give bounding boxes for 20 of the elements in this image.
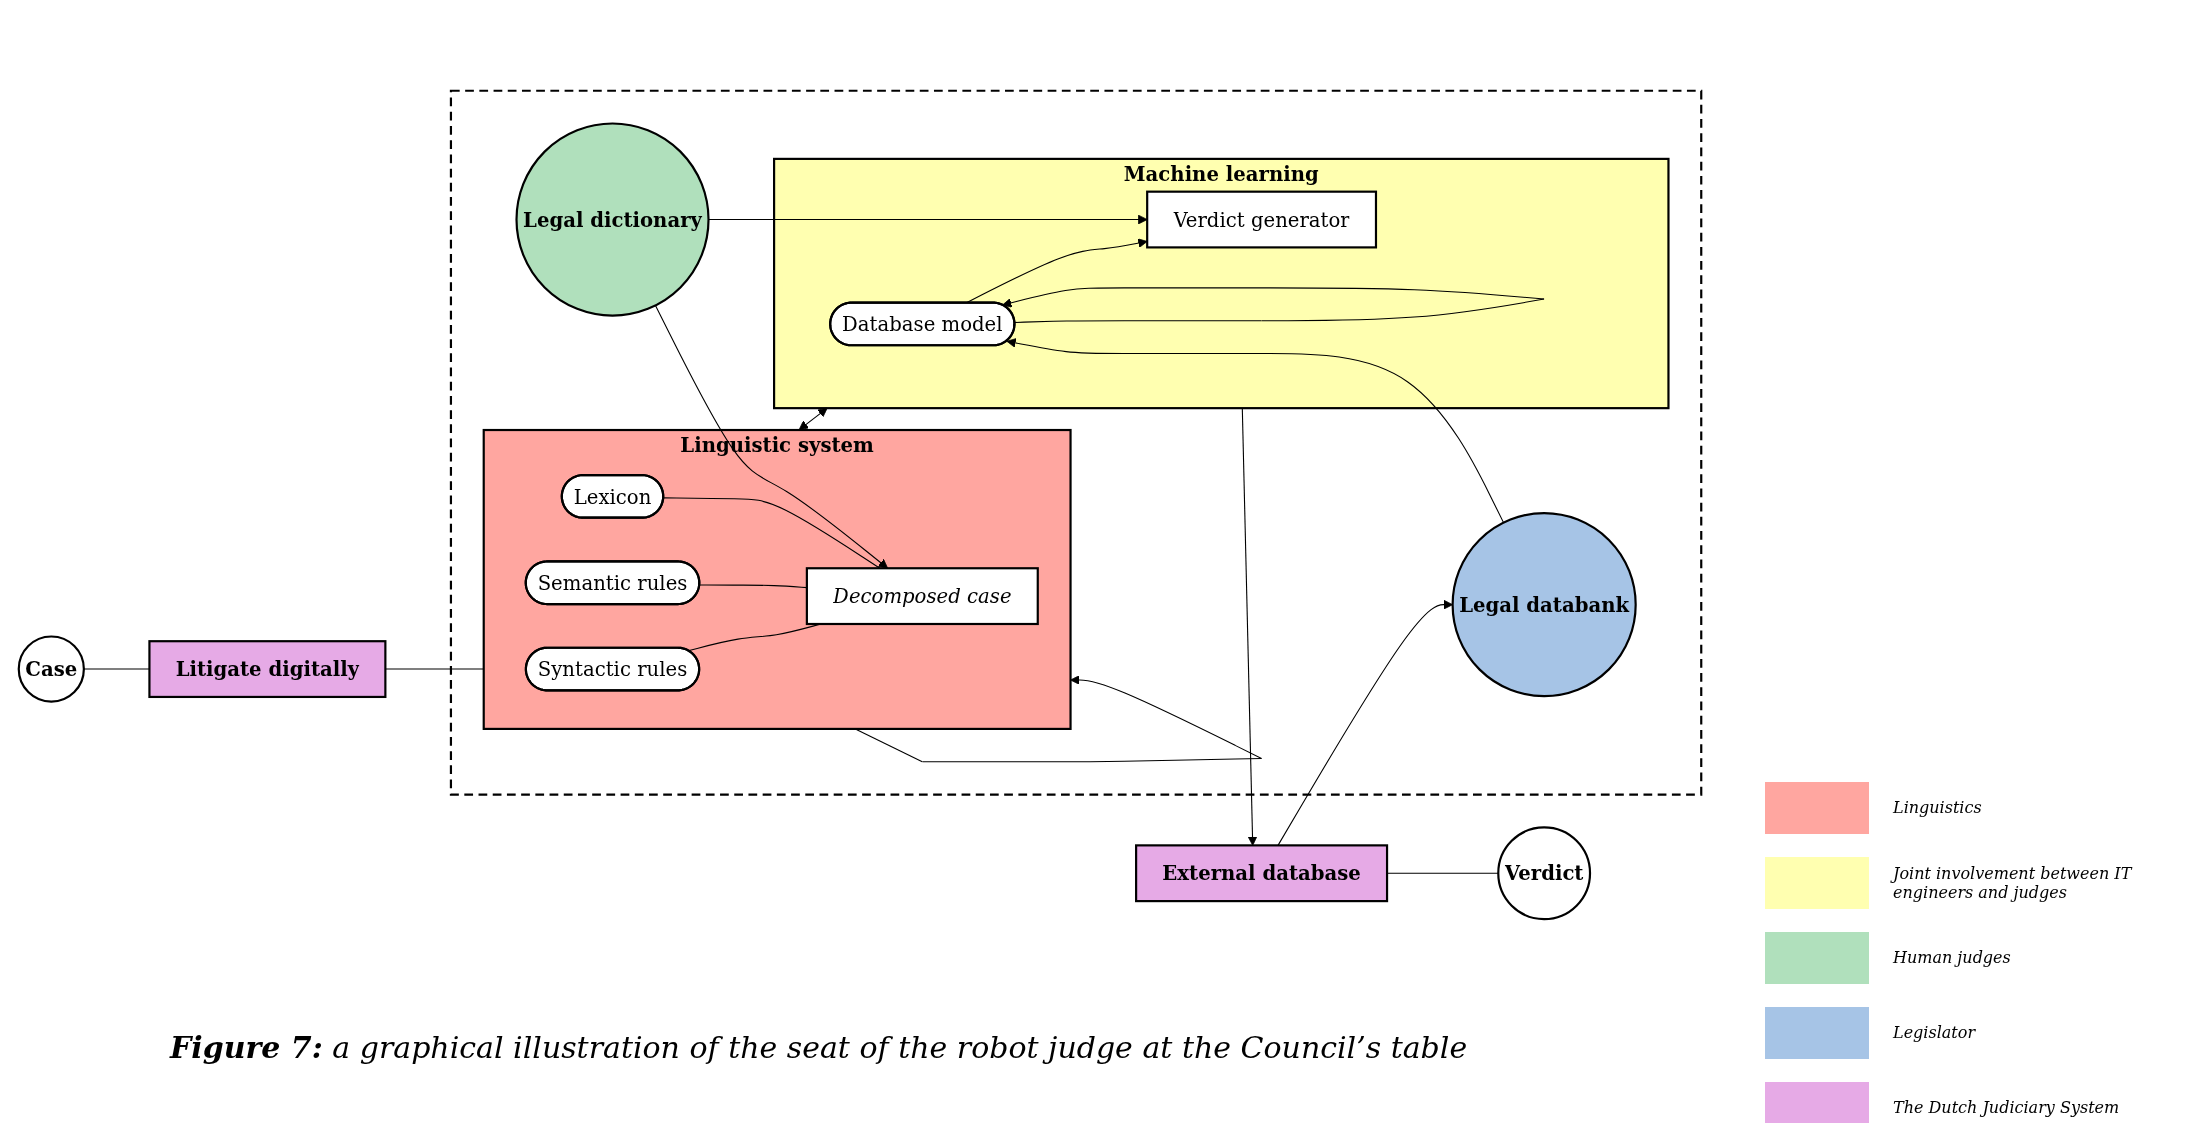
arrow	[1006, 338, 1505, 524]
node-circle: Legal databank	[1451, 512, 1637, 698]
node-box: Litigate digitally	[148, 640, 387, 699]
figure-caption: Figure 7: a graphical illustration of the seat of the robot judge at the Council’s table	[170, 1030, 1468, 1065]
legend-label: Linguistics	[1893, 798, 1982, 817]
node-box: Verdict generator	[1146, 190, 1378, 249]
arrow	[654, 304, 889, 569]
legend-label: Legislator	[1893, 1023, 1976, 1042]
node-circle: Verdict	[1497, 826, 1592, 921]
connector	[663, 497, 881, 569]
node-box: External database	[1135, 844, 1389, 903]
node-circle: Case	[17, 635, 85, 703]
node-circle: Legal dictionary	[515, 122, 710, 317]
connector	[83, 668, 150, 670]
node-box: Decomposed case	[805, 567, 1039, 626]
legend-label: Human judges	[1893, 948, 2011, 967]
cluster	[449, 89, 1703, 796]
arrow	[1241, 407, 1258, 846]
legend-label: The Dutch Judiciary System	[1893, 1098, 2120, 1117]
arrow	[798, 407, 828, 431]
